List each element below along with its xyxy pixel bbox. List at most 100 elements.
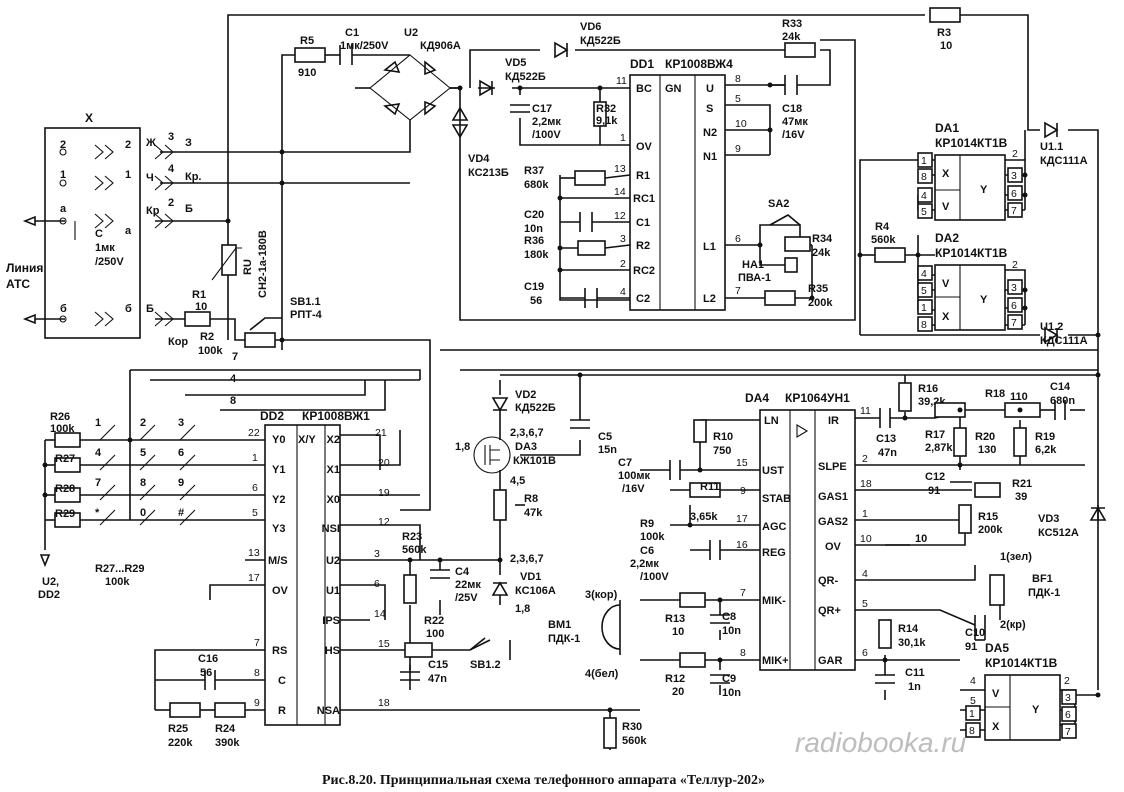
diodes: U2 КД906А VD6 КД522Б VD5 КД522Б VD4 КС21… bbox=[383, 21, 1107, 597]
c10-plates bbox=[974, 615, 986, 640]
r37-value: 680k bbox=[524, 179, 549, 191]
c16-value: 56 bbox=[200, 667, 212, 679]
dd2-num-21: 21 bbox=[375, 427, 387, 439]
da4-pin-gas2: GAS2 bbox=[818, 516, 848, 528]
wire-kr: Кр bbox=[146, 205, 160, 217]
bf1-value: ПДК-1 bbox=[1028, 587, 1060, 599]
vd3-symbol bbox=[1089, 506, 1107, 521]
r24-value: 390k bbox=[215, 737, 240, 749]
c19-value: 56 bbox=[530, 295, 542, 307]
c13-plates bbox=[879, 408, 891, 428]
u12-value: КДС111А bbox=[1040, 335, 1088, 347]
c6-value: 2,2мк bbox=[630, 558, 659, 570]
c19-plates bbox=[584, 288, 598, 308]
r20-value: 130 bbox=[978, 444, 996, 456]
target-2: 2 bbox=[168, 197, 174, 209]
r11-label: R11 bbox=[700, 481, 720, 493]
keypad: 1 2 3 4 5 6 7 8 9 * 0 # U2, DD2 bbox=[38, 417, 196, 601]
dd1-num-10: 10 bbox=[735, 118, 747, 130]
r17-body bbox=[934, 402, 966, 418]
da1-num-2: 2 bbox=[1012, 148, 1018, 160]
da5-num-4: 4 bbox=[970, 675, 976, 687]
switches: SB1.1 РПТ-4 SB1.2 SA2 HA1 ПВА-1 BM1 ПДК-… bbox=[249, 198, 1060, 680]
r33-body bbox=[784, 42, 816, 58]
dd2-num-7: 7 bbox=[254, 637, 260, 649]
c7-value: 100мк bbox=[618, 470, 650, 482]
da2-pin-y: Y bbox=[980, 294, 988, 306]
connector-pin-b: б bbox=[60, 303, 67, 315]
dd2-num-6: 6 bbox=[252, 482, 258, 494]
c4-value: 22мк bbox=[455, 579, 481, 591]
da3-pins-2367: 2,3,6,7 bbox=[510, 427, 544, 439]
da3-pins-18: 1,8 bbox=[455, 441, 470, 453]
r5-value: 910 bbox=[298, 67, 316, 79]
bf1-label: BF1 bbox=[1032, 573, 1053, 585]
dd2-num-5: 5 bbox=[252, 507, 258, 519]
net-4: 4 bbox=[230, 373, 237, 385]
r30-label: R30 bbox=[622, 721, 642, 733]
vd1-symbol bbox=[491, 581, 509, 596]
r21-body bbox=[974, 482, 1001, 498]
dd2-name: DD2 bbox=[260, 409, 284, 423]
c18-label: C18 bbox=[782, 103, 802, 115]
r19-body bbox=[1013, 427, 1027, 457]
da4-num-11: 11 bbox=[860, 405, 871, 417]
c18-plates bbox=[784, 75, 798, 95]
c17-label: C17 bbox=[532, 103, 552, 115]
r32-body bbox=[593, 101, 607, 127]
r15-label: R15 bbox=[978, 511, 998, 523]
dd2-num-14: 14 bbox=[374, 608, 386, 620]
da1-num-4: 4 bbox=[921, 190, 927, 202]
r12-value: 20 bbox=[672, 686, 684, 698]
c4-voltage: /25V bbox=[455, 592, 478, 604]
da2-num-3: 3 bbox=[1011, 282, 1017, 294]
r2-body bbox=[244, 332, 276, 348]
bm1-symbol bbox=[601, 604, 621, 650]
c6-voltage: /100V bbox=[640, 571, 669, 583]
dd2-part: КР1008ВЖ1 bbox=[302, 409, 370, 423]
dd2-pin-nsi: NSI bbox=[322, 523, 340, 535]
dd2-pin-x0: X0 bbox=[327, 494, 340, 506]
connector-pin-1-right: 1 bbox=[125, 169, 131, 181]
target-kr: Кр. bbox=[185, 171, 202, 183]
target-kor: Кор bbox=[168, 336, 188, 348]
dd2-num-6r: 6 bbox=[374, 578, 380, 590]
sa2-contact bbox=[769, 214, 801, 226]
dd1-num-12: 12 bbox=[614, 210, 626, 222]
dd1-num-2: 2 bbox=[620, 258, 626, 270]
r32-value: 9,1k bbox=[596, 115, 618, 127]
da4-num-9: 9 bbox=[740, 485, 746, 497]
u11-value: КДС111А bbox=[1040, 155, 1088, 167]
connector-x-box bbox=[44, 127, 141, 339]
r10-body bbox=[693, 419, 707, 443]
c13-value: 47n bbox=[878, 447, 897, 459]
da4-pin-agc: AGC bbox=[762, 521, 787, 533]
watermark: radiobooka.ru bbox=[795, 727, 967, 758]
da4-num-4: 4 bbox=[862, 568, 868, 580]
dd1-pin-c2: C2 bbox=[636, 293, 650, 305]
c14-value: 680n bbox=[1050, 395, 1075, 407]
dd1-num-1: 1 bbox=[620, 132, 626, 144]
r8-value: 47k bbox=[524, 507, 543, 519]
r18-value: 110 bbox=[1010, 391, 1028, 403]
r3-body bbox=[929, 7, 961, 23]
key-1: 1 bbox=[95, 417, 101, 429]
connector-x-label: X bbox=[85, 111, 93, 125]
key-4: 4 bbox=[95, 447, 102, 459]
vd3-label: VD3 bbox=[1038, 513, 1059, 525]
conn-cap-name: С bbox=[95, 228, 103, 240]
r26-body bbox=[54, 432, 81, 448]
resistors: R5 910 R3 10 R33 24k R32 9,1k R37 680k R… bbox=[50, 7, 1057, 749]
r22-label: R22 bbox=[424, 615, 444, 627]
sb12-label: SB1.2 bbox=[470, 659, 501, 671]
dd1-pin-n1: N1 bbox=[703, 151, 717, 163]
key-7: 7 bbox=[95, 477, 101, 489]
connector-pin-2-right: 2 bbox=[125, 139, 131, 151]
connector-pin-1: 1 bbox=[60, 169, 66, 181]
da2-pin-x: X bbox=[942, 311, 950, 323]
da1-num-3: 3 bbox=[1011, 170, 1017, 182]
net-7: 7 bbox=[232, 351, 238, 363]
r17-label: R17 bbox=[925, 429, 945, 441]
c4-plates bbox=[430, 569, 450, 579]
da1-num-5: 5 bbox=[921, 206, 927, 218]
